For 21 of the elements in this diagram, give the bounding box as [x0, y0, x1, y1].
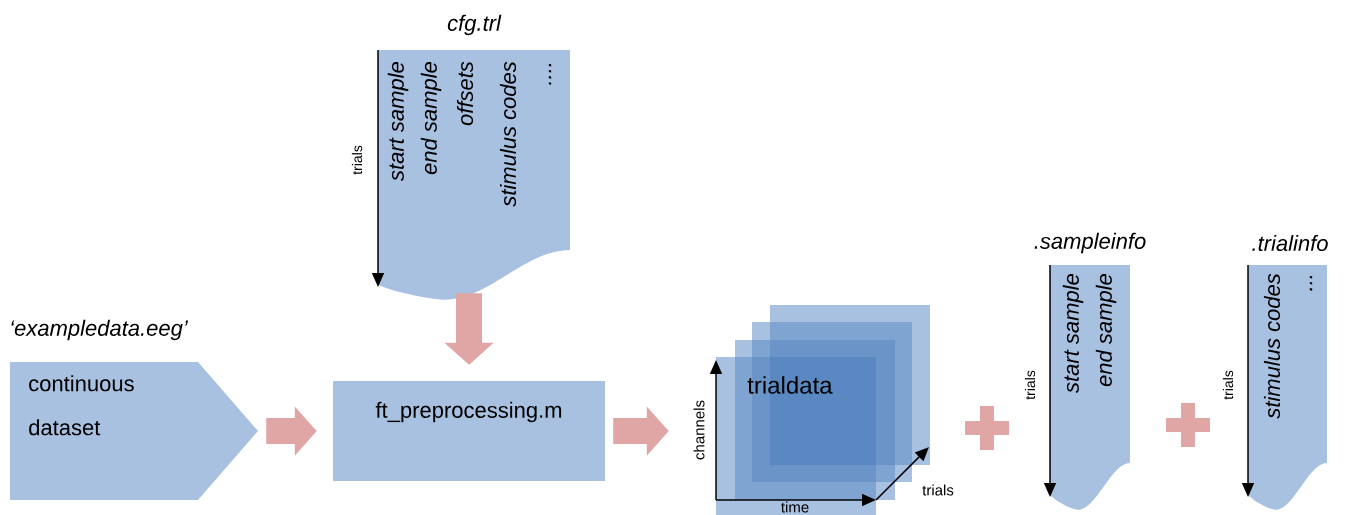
axis-label: time [781, 501, 809, 513]
column-label: ... [1309, 275, 1313, 291]
axis-label: trials [1222, 370, 1234, 400]
column-label: stimulus codes [1263, 273, 1281, 419]
file-name-label: .trialinfo [1252, 234, 1328, 252]
process-box: ft_preprocessing.m [333, 381, 605, 481]
column-label: start sample [1062, 274, 1084, 393]
file-name-label: .sampleinfo [1034, 232, 1146, 254]
column-label: start sample [387, 62, 409, 181]
axis-label: trials [922, 484, 954, 496]
column-label: offsets [456, 61, 474, 126]
column-label: end sample [1095, 274, 1117, 387]
axis-label: trials [1024, 370, 1036, 400]
axis-label: trials [351, 145, 363, 175]
column-label: end sample [420, 62, 442, 175]
column-label: stimulus codes [499, 61, 517, 207]
column-label: .... [548, 63, 552, 85]
node-label: continuous dataset [29, 375, 134, 436]
axis-label: channels [693, 400, 705, 460]
file-name-label: ‘exampledata.eeg’ [11, 319, 189, 341]
file-name-label: cfg.trl [447, 14, 502, 36]
